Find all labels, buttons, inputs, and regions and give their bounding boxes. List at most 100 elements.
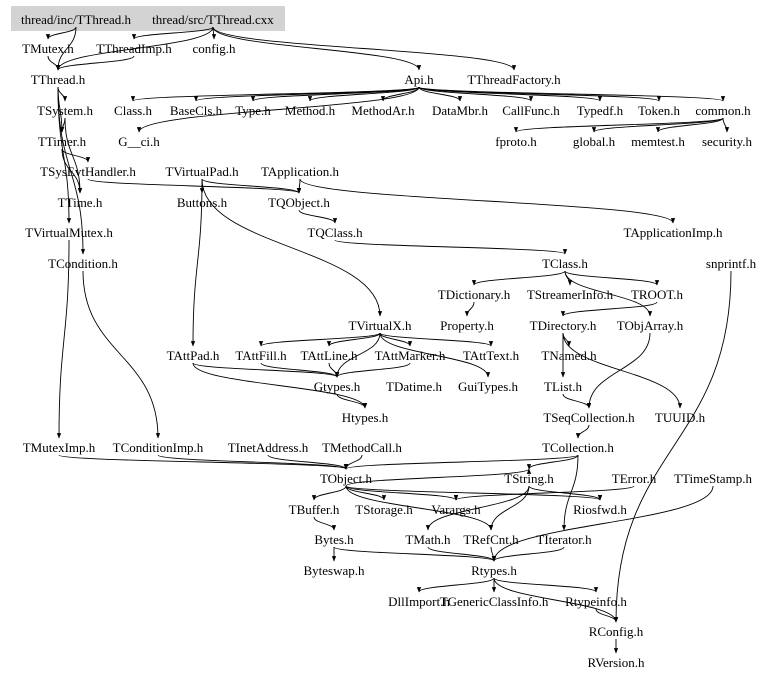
node-tsystem-h[interactable]: TSystem.h [37, 103, 93, 118]
node-tqclass-h[interactable]: TQClass.h [307, 225, 363, 240]
node-gtypes-h[interactable]: Gtypes.h [314, 379, 361, 394]
node-ttimer-h[interactable]: TTimer.h [38, 134, 87, 149]
node-tnamed-h[interactable]: TNamed.h [541, 348, 597, 363]
node-dllimport-h[interactable]: DllImport.h [388, 594, 450, 609]
node-thread-inc-tthread-h[interactable]: thread/inc/TThread.h [21, 12, 132, 27]
node-g-ci-h[interactable]: G__ci.h [118, 134, 160, 149]
nodes-layer: thread/inc/TThread.h thread/src/TThread.c… [21, 12, 757, 670]
node-tattline-h[interactable]: TAttLine.h [300, 348, 358, 363]
node-type-h[interactable]: Type.h [235, 103, 271, 118]
node-callfunc-h[interactable]: CallFunc.h [502, 103, 560, 118]
edge-TVirtualX-to-TAttText [379, 332, 494, 347]
node-tmutex-h[interactable]: TMutex.h [22, 41, 74, 56]
node-tsysevthandler-h[interactable]: TSysEvtHandler.h [40, 164, 136, 179]
edge-TSystem-to-TTime [64, 117, 83, 194]
node-tapplication-h[interactable]: TApplication.h [261, 164, 340, 179]
node-tattpad-h[interactable]: TAttPad.h [167, 348, 220, 363]
node-tinetaddress-h[interactable]: TInetAddress.h [228, 440, 309, 455]
node-tvirtualx-h[interactable]: TVirtualX.h [348, 318, 412, 333]
edge-TMethodCall-to-TObject [343, 454, 363, 470]
edge-TVirtualX-to-TAttFill [258, 332, 381, 347]
edge-cxx-to-TThreadFactory [212, 26, 517, 71]
node-tatttext-h[interactable]: TAttText.h [463, 348, 520, 363]
node-rtypeinfo-h[interactable]: Rtypeinfo.h [565, 594, 627, 609]
node-tattmarker-h[interactable]: TAttMarker.h [375, 348, 446, 363]
node-troot-h[interactable]: TROOT.h [631, 287, 684, 302]
node-typedf-h[interactable]: Typedf.h [577, 103, 624, 118]
node-memtest-h[interactable]: memtest.h [631, 134, 685, 149]
node-global-h[interactable]: global.h [573, 134, 616, 149]
node-tseqcollection-h[interactable]: TSeqCollection.h [543, 410, 635, 425]
node-ttime-h[interactable]: TTime.h [58, 195, 103, 210]
node-property-h[interactable]: Property.h [440, 318, 494, 333]
edge-TThread-to-TSystem [57, 86, 68, 102]
node-tgenericclassinfo-h[interactable]: TGenericClassInfo.h [440, 594, 549, 609]
edge-TClass-to-TROOT [564, 270, 660, 286]
node-tcollection-h[interactable]: TCollection.h [542, 440, 614, 455]
node-tuuid-h[interactable]: TUUID.h [655, 410, 706, 425]
edge-TTimer-to-TTime [61, 148, 83, 194]
edge-TError-to-Varargs [453, 485, 635, 501]
node-riosfwd-h[interactable]: Riosfwd.h [573, 502, 627, 517]
node-bytes-h[interactable]: Bytes.h [314, 532, 354, 547]
edge-TClass-to-TDictionary [471, 270, 566, 286]
node-tobjarray-h[interactable]: TObjArray.h [617, 318, 684, 333]
node-tstring-h[interactable]: TString.h [504, 471, 554, 486]
node-terror-h[interactable]: TError.h [612, 471, 657, 486]
node-method-h[interactable]: Method.h [285, 103, 336, 118]
edge-TVirtualX-to-TAttLine [326, 332, 381, 347]
edge-Rtypes-to-DllImport [416, 577, 495, 593]
node-thread-src-tthread-cxx[interactable]: thread/src/TThread.cxx [152, 12, 274, 27]
node-buttons-h[interactable]: Buttons.h [177, 195, 228, 210]
edge-cxx-to-TThreadImp [131, 26, 214, 40]
edge-TThreadImp-to-TThread [55, 55, 135, 71]
node-tdirectory-h[interactable]: TDirectory.h [530, 318, 597, 333]
node-tvirtualmutex-h[interactable]: TVirtualMutex.h [25, 225, 113, 240]
node-guitypes-h[interactable]: GuiTypes.h [458, 379, 519, 394]
node-basecls-h[interactable]: BaseCls.h [170, 103, 223, 118]
node-byteswap-h[interactable]: Byteswap.h [303, 563, 365, 578]
node-methodar-h[interactable]: MethodAr.h [351, 103, 415, 118]
node-tdatime-h[interactable]: TDatime.h [386, 379, 442, 394]
edge-TInetAddress-to-TObject [267, 454, 349, 470]
node-tapplicationimp-h[interactable]: TApplicationImp.h [624, 225, 723, 240]
node-tobject-h[interactable]: TObject.h [320, 471, 373, 486]
node-varargs-h[interactable]: Varargs.h [431, 502, 481, 517]
node-rconfig-h[interactable]: RConfig.h [589, 624, 644, 639]
node-rtypes-h[interactable]: Rtypes.h [471, 563, 517, 578]
edge-TObject-to-Varargs [345, 485, 459, 501]
node-tclass-h[interactable]: TClass.h [542, 256, 588, 271]
node-class-h[interactable]: Class.h [114, 103, 152, 118]
node-htypes-h[interactable]: Htypes.h [342, 410, 389, 425]
node-tdictionary-h[interactable]: TDictionary.h [438, 287, 511, 302]
node-ttimestamp-h[interactable]: TTimeStamp.h [674, 471, 752, 486]
node-snprintf-h[interactable]: snprintf.h [706, 256, 757, 271]
node-tstorage-h[interactable]: TStorage.h [355, 502, 413, 517]
edge-TObject-to-TBuffer [311, 485, 347, 501]
node-tmath-h[interactable]: TMath.h [405, 532, 451, 547]
node-datambr-h[interactable]: DataMbr.h [432, 103, 488, 118]
node-tvirtualpad-h[interactable]: TVirtualPad.h [165, 164, 239, 179]
node-tthreadfactory-h[interactable]: TThreadFactory.h [467, 72, 561, 87]
node-tqobject-h[interactable]: TQObject.h [268, 195, 330, 210]
node-tthread-h[interactable]: TThread.h [31, 72, 86, 87]
node-tbuffer-h[interactable]: TBuffer.h [289, 502, 340, 517]
node-security-h[interactable]: security.h [702, 134, 753, 149]
edge-Rtypes-to-Rtypeinfo [493, 577, 599, 593]
node-tstreamerinfo-h[interactable]: TStreamerInfo.h [527, 287, 614, 302]
node-tcondition-h[interactable]: TCondition.h [48, 256, 118, 271]
node-config-h[interactable]: config.h [193, 41, 236, 56]
node-tmethodcall-h[interactable]: TMethodCall.h [322, 440, 402, 455]
node-api-h[interactable]: Api.h [404, 72, 434, 87]
node-tmuteximp-h[interactable]: TMutexImp.h [23, 440, 96, 455]
node-tlist-h[interactable]: TList.h [544, 379, 582, 394]
node-tattfill-h[interactable]: TAttFill.h [235, 348, 287, 363]
node-titerator-h[interactable]: TIterator.h [536, 532, 592, 547]
node-rversion-h[interactable]: RVersion.h [587, 655, 645, 670]
node-tconditionimp-h[interactable]: TConditionImp.h [113, 440, 204, 455]
node-tthreadimp-h[interactable]: TThreadImp.h [96, 41, 172, 56]
node-fproto-h[interactable]: fproto.h [495, 134, 537, 149]
node-common-h[interactable]: common.h [695, 103, 751, 118]
node-trefcnt-h[interactable]: TRefCnt.h [463, 532, 519, 547]
node-token-h[interactable]: Token.h [638, 103, 681, 118]
